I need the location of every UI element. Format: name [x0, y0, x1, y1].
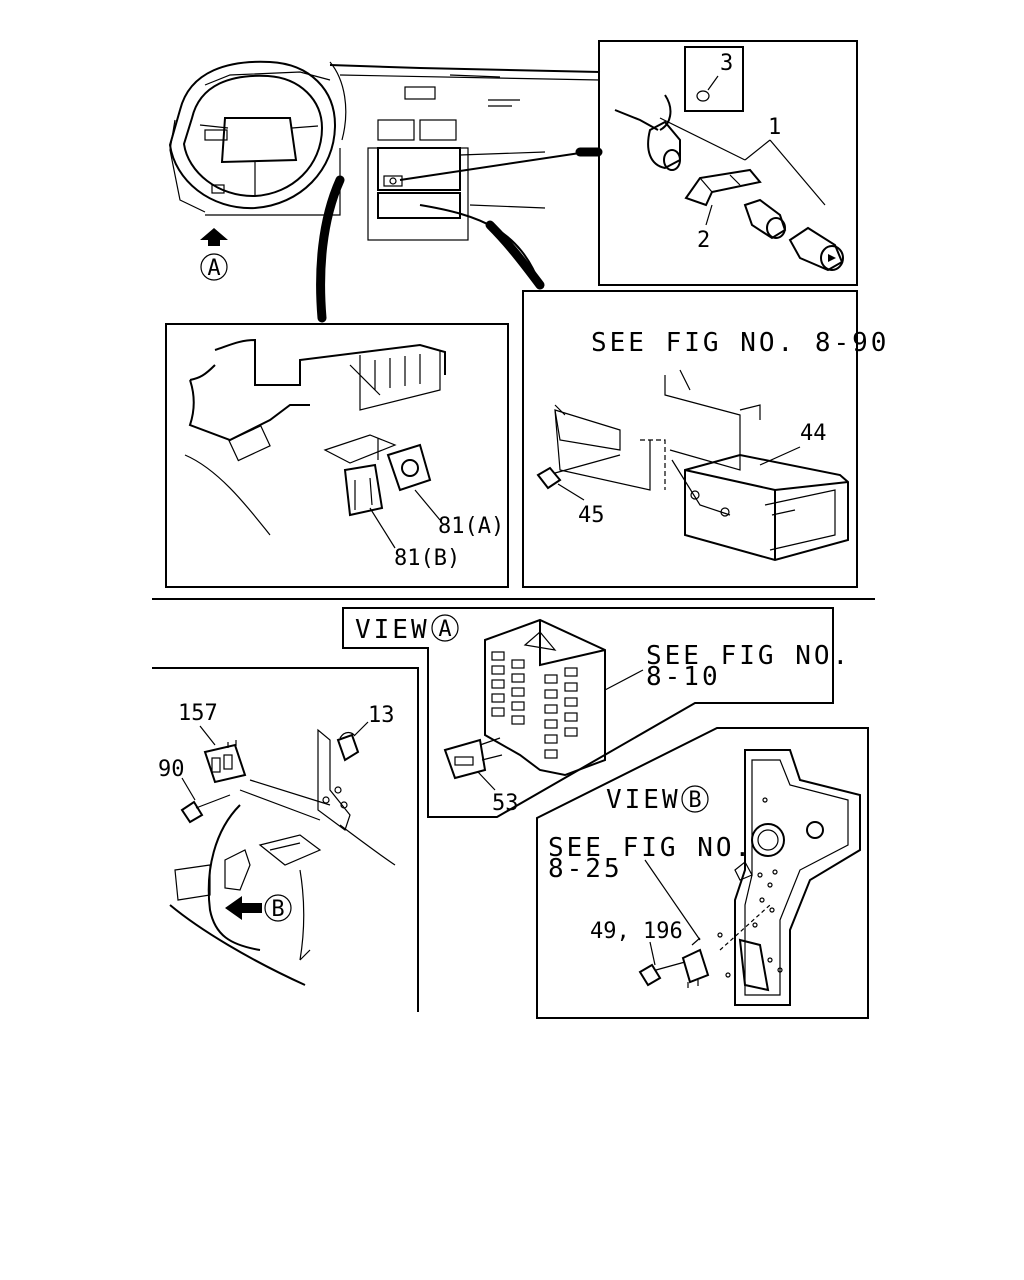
view-a-title: VIEW [355, 615, 430, 645]
part-2-label: 2 [697, 228, 710, 253]
see-fig-8-90: SEE FIG NO. 8-90 [591, 328, 889, 358]
part-53-label: 53 [492, 791, 519, 816]
view-b-title: VIEW [606, 785, 681, 815]
part-3-label: 3 [720, 51, 733, 76]
part-81b-label: 81(B) [394, 546, 460, 571]
underdash-panel: 157 13 90 B [152, 667, 419, 1012]
part-49-196-label: 49, 196 [590, 919, 683, 944]
see-fig-8-10-line1: SEE FIG NO. [646, 641, 851, 671]
view-b-letter: B [688, 788, 701, 813]
view-b-arrow-letter: B [271, 897, 284, 922]
part-157-label: 157 [178, 701, 218, 726]
view-b-panel: VIEW B SEE FIG NO. 8-25 49, 196 [536, 727, 869, 1019]
part-45-label: 45 [578, 503, 605, 528]
see-fig-8-25-line1: SEE FIG NO. [548, 833, 753, 863]
lighter-assembly-panel: 3 1 2 [598, 40, 858, 286]
part-81a-label: 81(A) [438, 514, 504, 539]
dashboard-overview: A [168, 60, 603, 323]
switch-panel: 81(A) 81(B) [165, 323, 509, 588]
part-44-label: 44 [800, 421, 827, 446]
view-a-letter: A [438, 617, 451, 642]
part-90-label: 90 [158, 757, 185, 782]
view-a-arrow-letter: A [207, 256, 220, 281]
view-a-panel: VIEW A SEE FIG NO. 8-10 53 [342, 607, 851, 818]
see-fig-8-10-line2: 8-10 [646, 662, 721, 692]
part-13-label: 13 [368, 703, 395, 728]
see-fig-8-25-line2: 8-25 [548, 854, 623, 884]
pocket-panel: SEE FIG NO. 8-90 44 45 [522, 290, 889, 588]
part-1-label: 1 [768, 115, 781, 140]
